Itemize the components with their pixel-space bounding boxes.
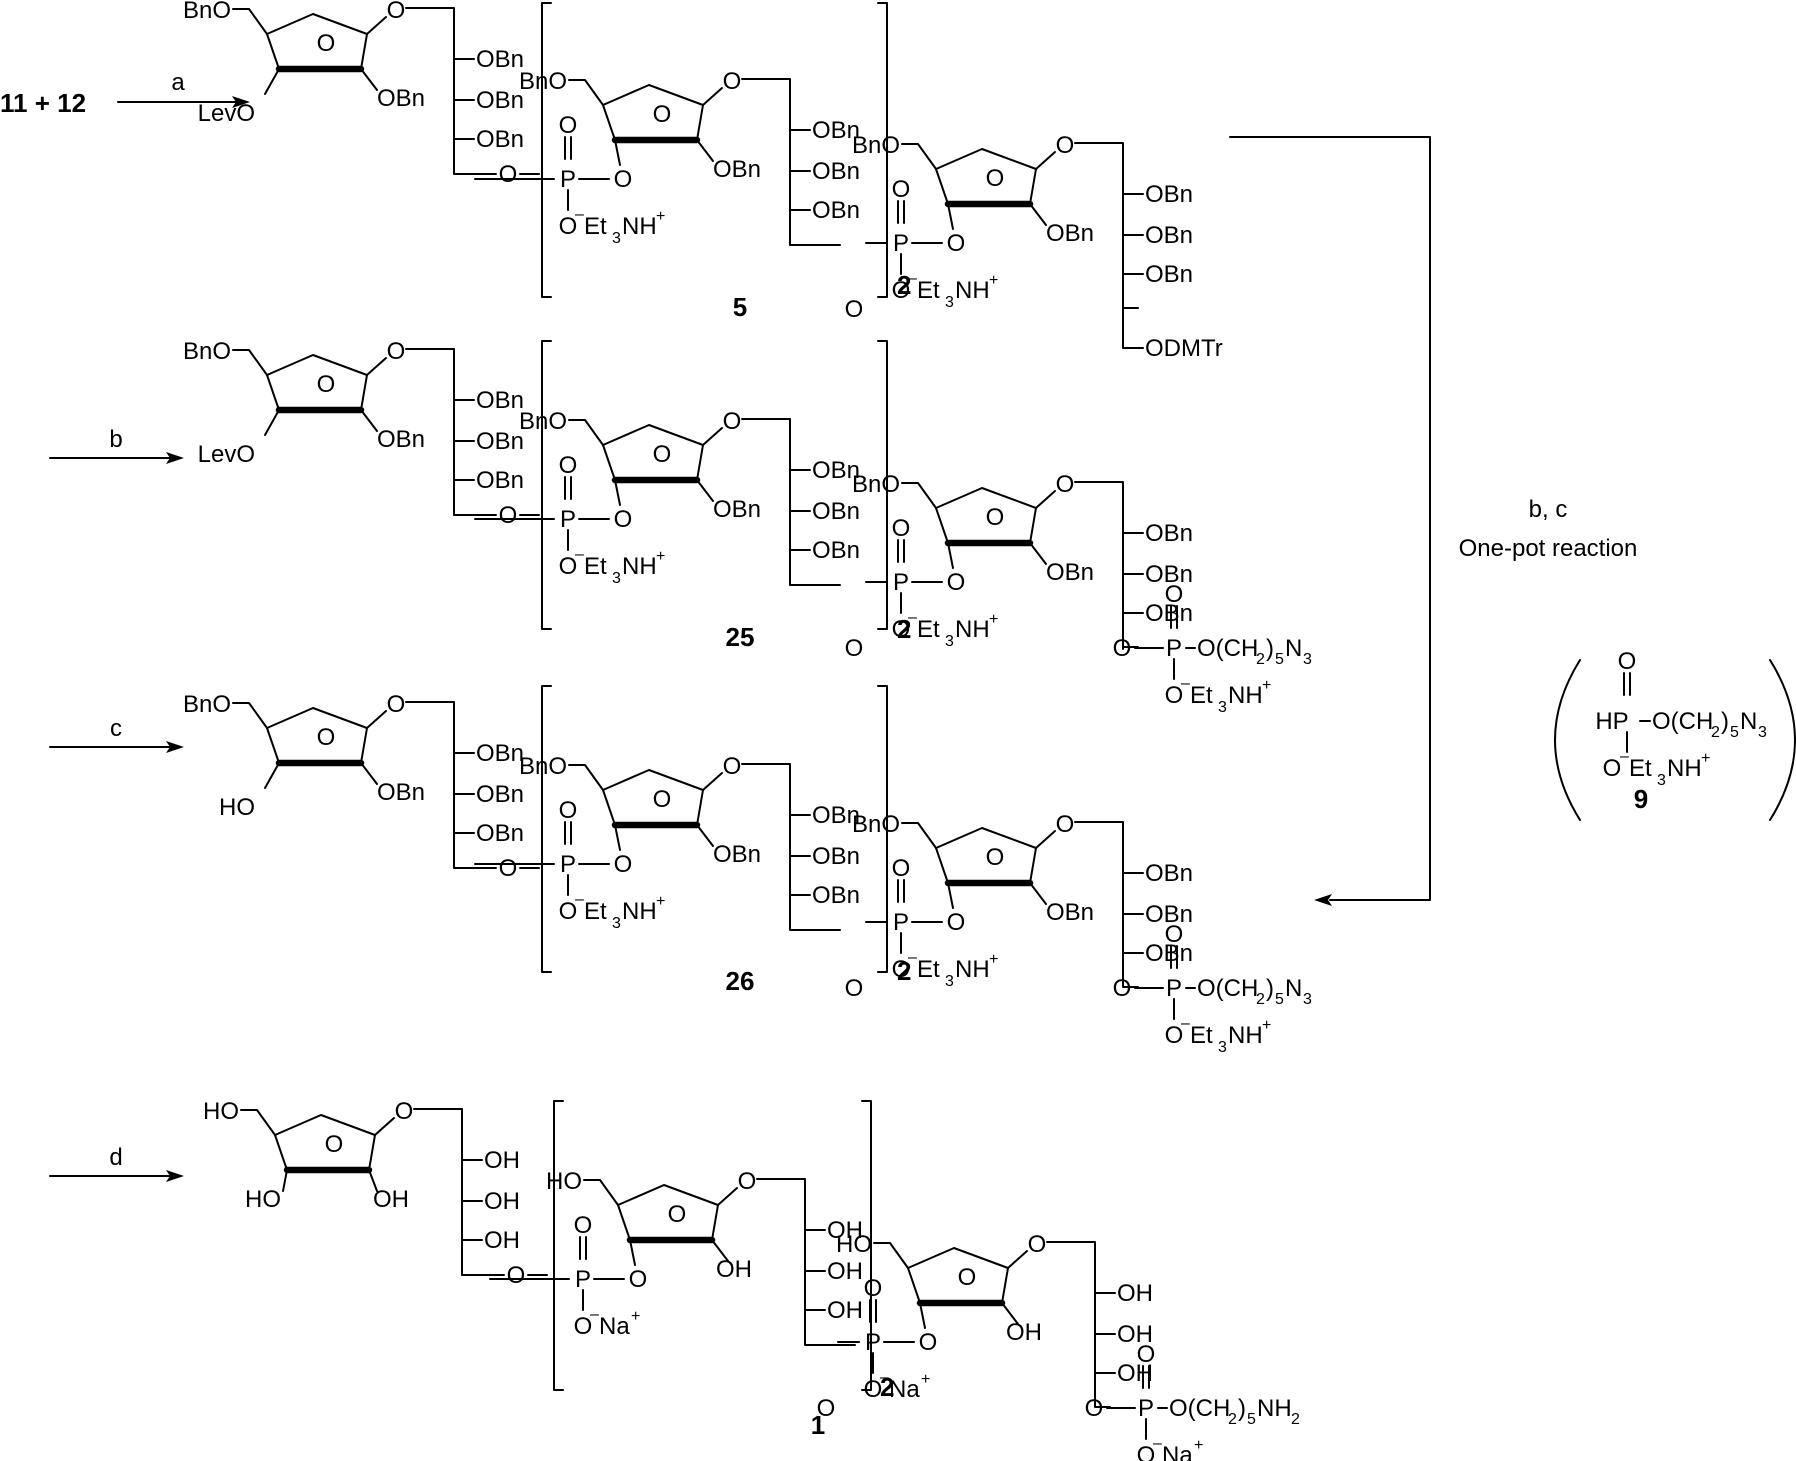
svg-text:LevO: LevO <box>198 100 255 127</box>
svg-text:3: 3 <box>1657 772 1666 789</box>
svg-text:HO: HO <box>245 1186 281 1213</box>
reagent-number-9: 9 <box>1634 784 1648 814</box>
compound-number-5: 5 <box>733 292 747 322</box>
svg-text:O: O <box>1085 1395 1104 1422</box>
svg-text:O: O <box>325 1131 344 1158</box>
starting-materials-label: 11 + 12 <box>0 88 86 118</box>
svg-text:LevO: LevO <box>198 441 255 468</box>
compound-25-structure: b LevO 2 25 O <box>49 338 1313 717</box>
svg-text:O(CH: O(CH <box>1652 708 1713 735</box>
one-pot-label: One-pot reaction <box>1459 535 1638 562</box>
svg-text:O: O <box>1603 755 1622 782</box>
svg-text:O: O <box>507 1262 526 1289</box>
compound-number-25: 25 <box>726 622 755 652</box>
svg-text:OH: OH <box>484 1188 520 1215</box>
svg-text:O: O <box>1137 1442 1156 1461</box>
svg-text:): ) <box>1238 1395 1246 1422</box>
svg-text:O: O <box>1113 975 1132 1002</box>
svg-text:2: 2 <box>1228 1411 1237 1428</box>
svg-text:NH: NH <box>1667 755 1702 782</box>
step-b-label: b <box>109 426 122 453</box>
svg-text:HO: HO <box>203 1098 239 1125</box>
svg-text:OH: OH <box>484 1147 520 1174</box>
step-d-label: d <box>109 1144 122 1171</box>
step-a-label: a <box>171 69 185 96</box>
svg-text:O: O <box>1618 648 1637 675</box>
svg-text:–: – <box>1620 748 1629 765</box>
svg-text:NH: NH <box>1257 1395 1292 1422</box>
svg-text:Et: Et <box>1629 755 1652 782</box>
svg-text:3: 3 <box>1758 724 1767 741</box>
svg-text:+: + <box>1194 1437 1203 1454</box>
svg-text:Na: Na <box>1162 1442 1193 1461</box>
svg-text:P: P <box>1138 1395 1154 1422</box>
one-pot-arrow <box>1229 136 1431 906</box>
svg-text:O: O <box>1113 635 1132 662</box>
compound-number-26: 26 <box>726 966 755 996</box>
svg-text:OH: OH <box>484 1227 520 1254</box>
reaction-arrow-a <box>117 96 250 108</box>
svg-text:OH: OH <box>373 1186 409 1213</box>
svg-text:N: N <box>1740 708 1757 735</box>
svg-text:O(CH: O(CH <box>1169 1395 1230 1422</box>
compound-26-structure: c HO 2 26 O <box>49 685 1313 1057</box>
compound-1-structure: d O HO OH HO O OH OH OH O 2 1 <box>49 1098 1300 1461</box>
reaction-arrow-d <box>49 1170 184 1182</box>
svg-text:O: O <box>1137 1341 1156 1368</box>
reaction-arrow-c <box>49 741 184 753</box>
reaction-arrow-b <box>49 452 184 464</box>
compound-5-structure: 11 + 12 a LevO 2 5 ODMTr <box>0 0 1223 362</box>
svg-text:ODMTr: ODMTr <box>1145 335 1223 362</box>
svg-text:HO: HO <box>219 794 255 821</box>
svg-text:HP: HP <box>1595 708 1628 735</box>
reagent-9-structure: HP O O(CH 2 ) 5 N 3 O – Et 3 NH + 9 <box>1554 648 1796 821</box>
one-pot-steps-label: b, c <box>1529 496 1568 523</box>
svg-text:–: – <box>1153 1435 1162 1452</box>
svg-text:O: O <box>395 1098 414 1125</box>
svg-text:5: 5 <box>1730 724 1739 741</box>
svg-text:2: 2 <box>1291 1411 1300 1428</box>
svg-text:5: 5 <box>1247 1411 1256 1428</box>
svg-text:+: + <box>1701 750 1710 767</box>
svg-text:): ) <box>1721 708 1729 735</box>
svg-text:2: 2 <box>1711 724 1720 741</box>
step-c-label: c <box>110 715 122 742</box>
